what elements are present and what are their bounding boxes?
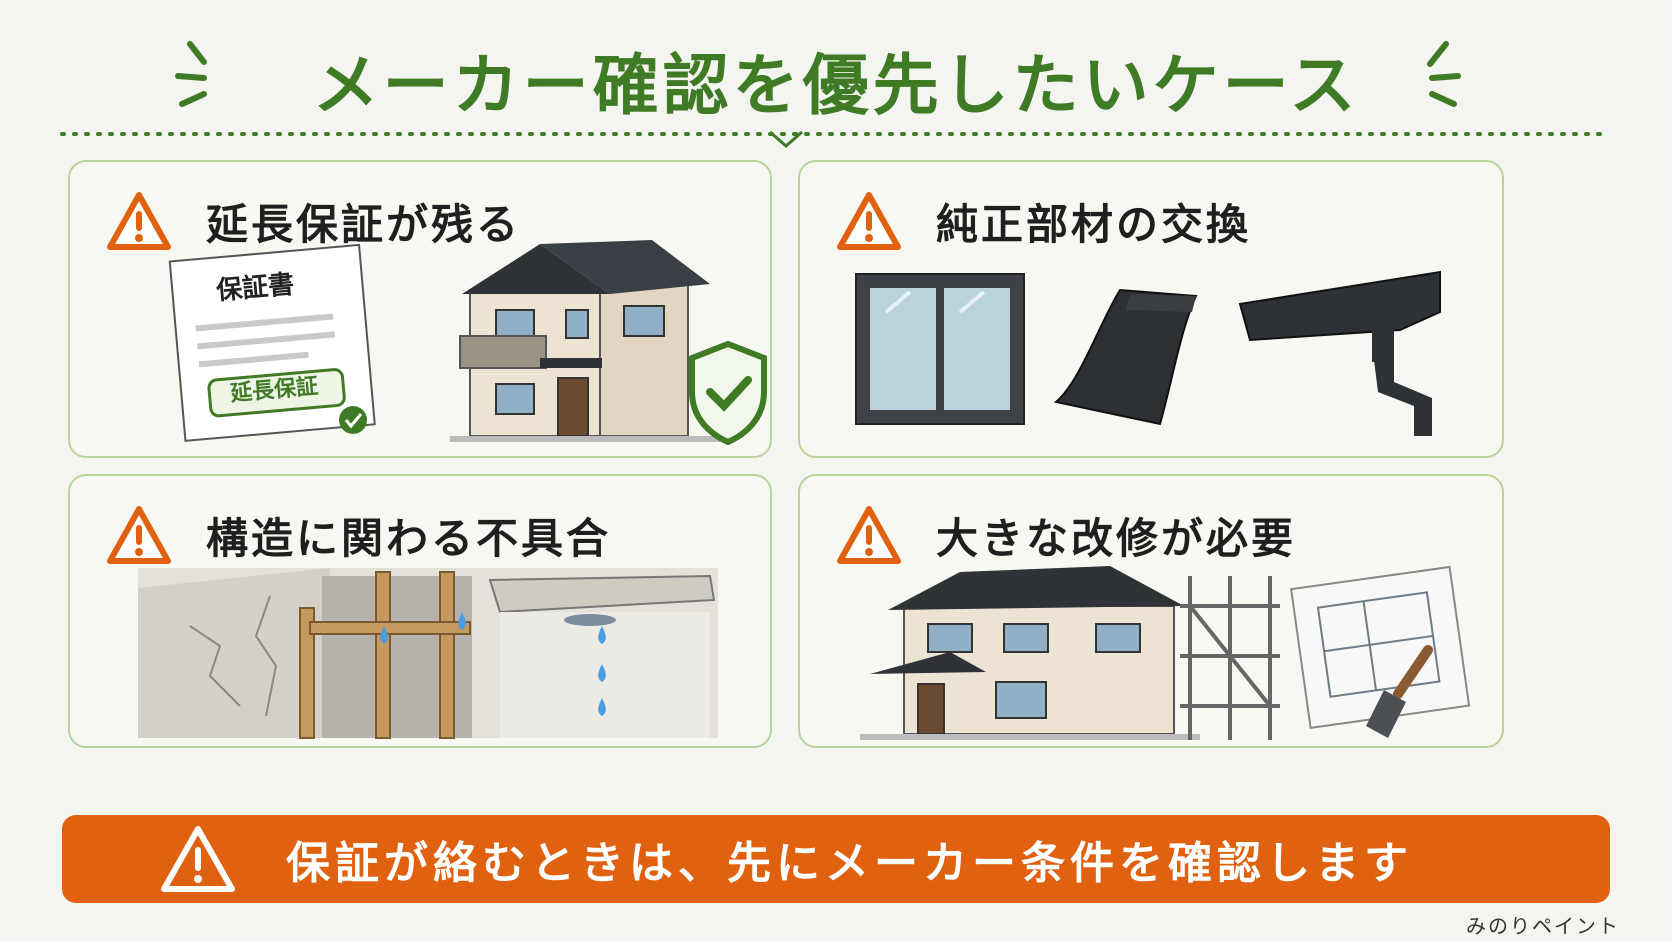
header: メーカー確認を優先したいケース	[0, 22, 1672, 124]
card-title: 延長保証が残る	[206, 199, 522, 249]
card-structural-defect: 構造に関わる不具合	[68, 474, 772, 748]
card-header: 大きな改修が必要	[836, 500, 1296, 570]
warranty-house-illustration	[168, 240, 767, 446]
sparkle-left-icon	[175, 41, 207, 107]
warning-icon	[837, 506, 901, 564]
card-title: 構造に関わる不具合	[206, 513, 612, 563]
warning-icon	[107, 506, 171, 564]
bottom-banner: 保証が絡むときは、先にメーカー条件を確認します	[62, 815, 1610, 903]
warning-icon	[161, 826, 235, 892]
card-title: 純正部材の交換	[936, 199, 1252, 249]
warning-icon	[837, 192, 901, 250]
card-header: 延長保証が残る	[106, 186, 521, 256]
renovation-illustration	[860, 565, 1471, 740]
warranty-doc-title: 保証書	[215, 269, 296, 307]
card-genuine-parts: 純正部材の交換	[798, 160, 1504, 458]
card-extended-warranty: 保証書 延長保証 延長保証が残る	[68, 160, 772, 458]
page-title: メーカー確認を優先したいケース	[312, 47, 1360, 124]
sparkle-right-icon	[1427, 41, 1461, 107]
title-divider	[60, 130, 1612, 148]
card-header: 純正部材の交換	[836, 186, 1251, 256]
genuine-parts-illustration	[855, 270, 1441, 436]
card-header: 構造に関わる不具合	[106, 500, 611, 570]
card-title: 大きな改修が必要	[936, 513, 1297, 563]
structural-damage-illustration	[138, 568, 718, 739]
card-major-renovation: 大きな改修が必要	[798, 474, 1504, 748]
banner-text: 保証が絡むときは、先にメーカー条件を確認します	[286, 838, 1413, 889]
brand-name: みのりペイント	[1466, 914, 1620, 938]
warning-icon	[107, 192, 171, 250]
